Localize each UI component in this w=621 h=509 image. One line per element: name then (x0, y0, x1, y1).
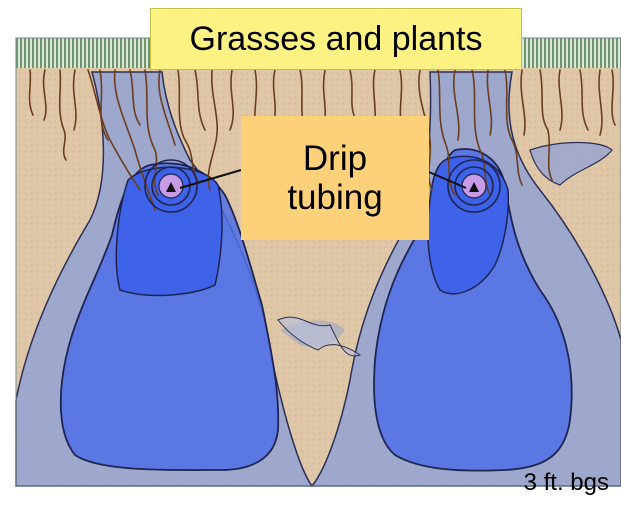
depth-label: 3 ft. bgs (524, 469, 609, 497)
grasses-label: Grasses and plants (150, 8, 522, 70)
drip-tubing-label: Drip tubing (241, 116, 429, 240)
drip-label-line1: Drip (303, 139, 367, 178)
drip-label-line2: tubing (287, 178, 382, 217)
grasses-label-text: Grasses and plants (190, 20, 483, 59)
